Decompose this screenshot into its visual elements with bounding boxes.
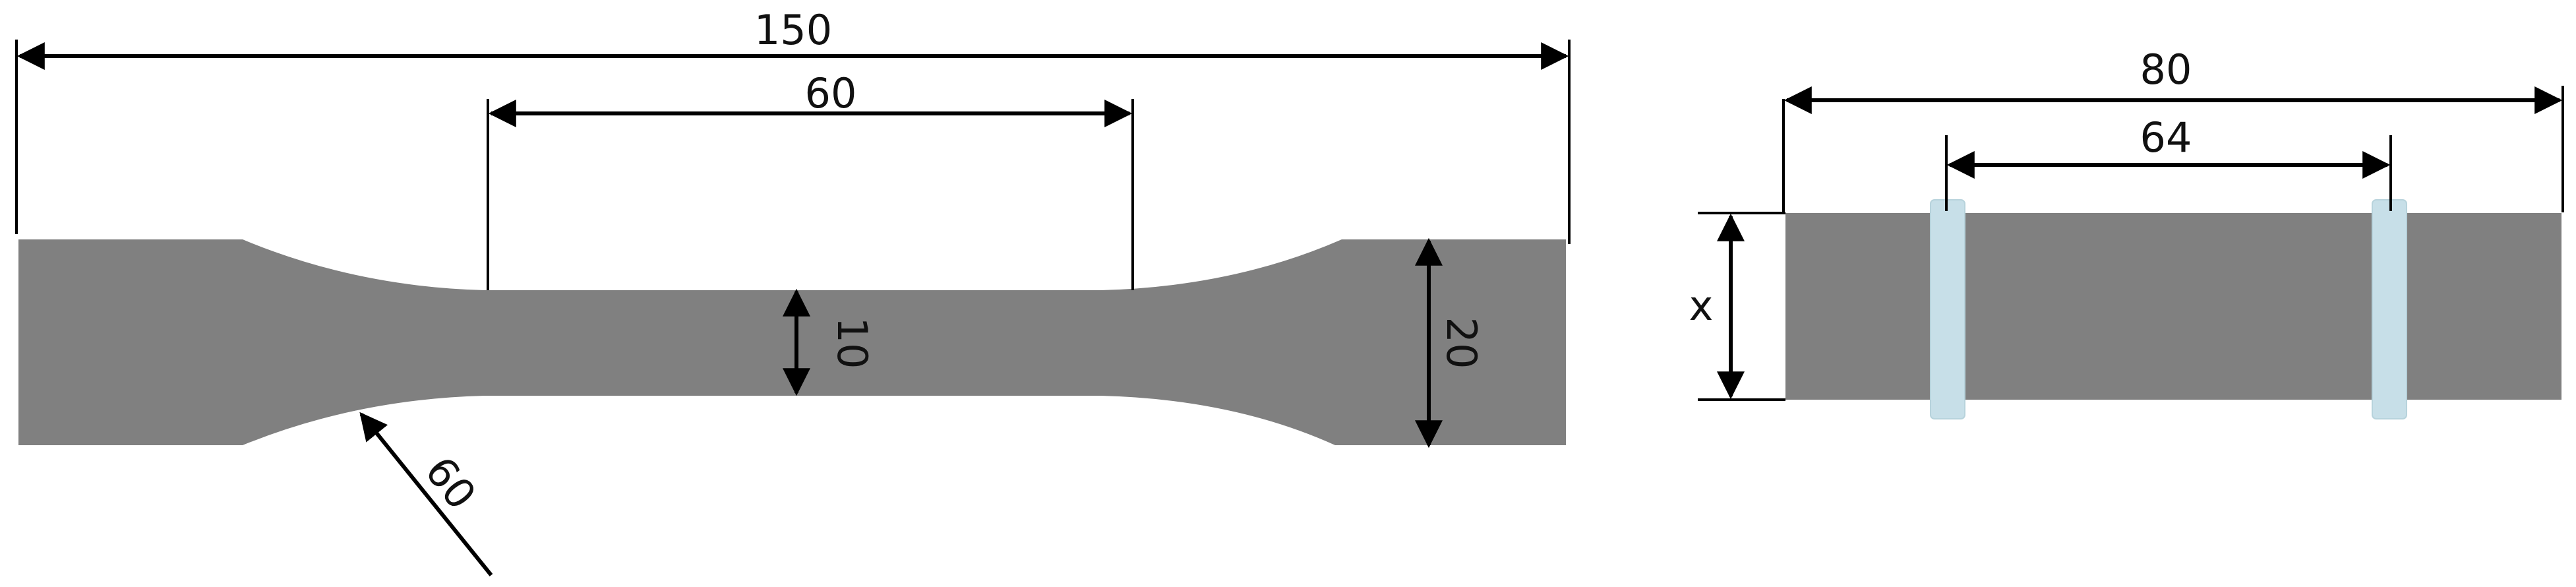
band-right [2372,199,2407,419]
dimension-20-label: 20 [1437,317,1485,369]
dogbone-specimen [18,239,1566,445]
dimension-80-label: 80 [2140,46,2192,94]
dimension-64-label: 64 [2140,113,2192,162]
dimension-gauge-label: 60 [805,69,857,117]
left-view: 150 60 10 20 60 [15,6,1571,576]
dimension-x-label: x [1689,282,1714,330]
dimension-10-label: 10 [828,317,876,369]
strip-specimen [1785,213,2561,400]
right-view: 80 64 x [1689,46,2564,419]
radius-label: 60 [415,448,485,518]
dimension-150-label: 150 [754,6,832,54]
radius-leader-arrow [359,412,493,576]
band-left [1930,199,1965,419]
